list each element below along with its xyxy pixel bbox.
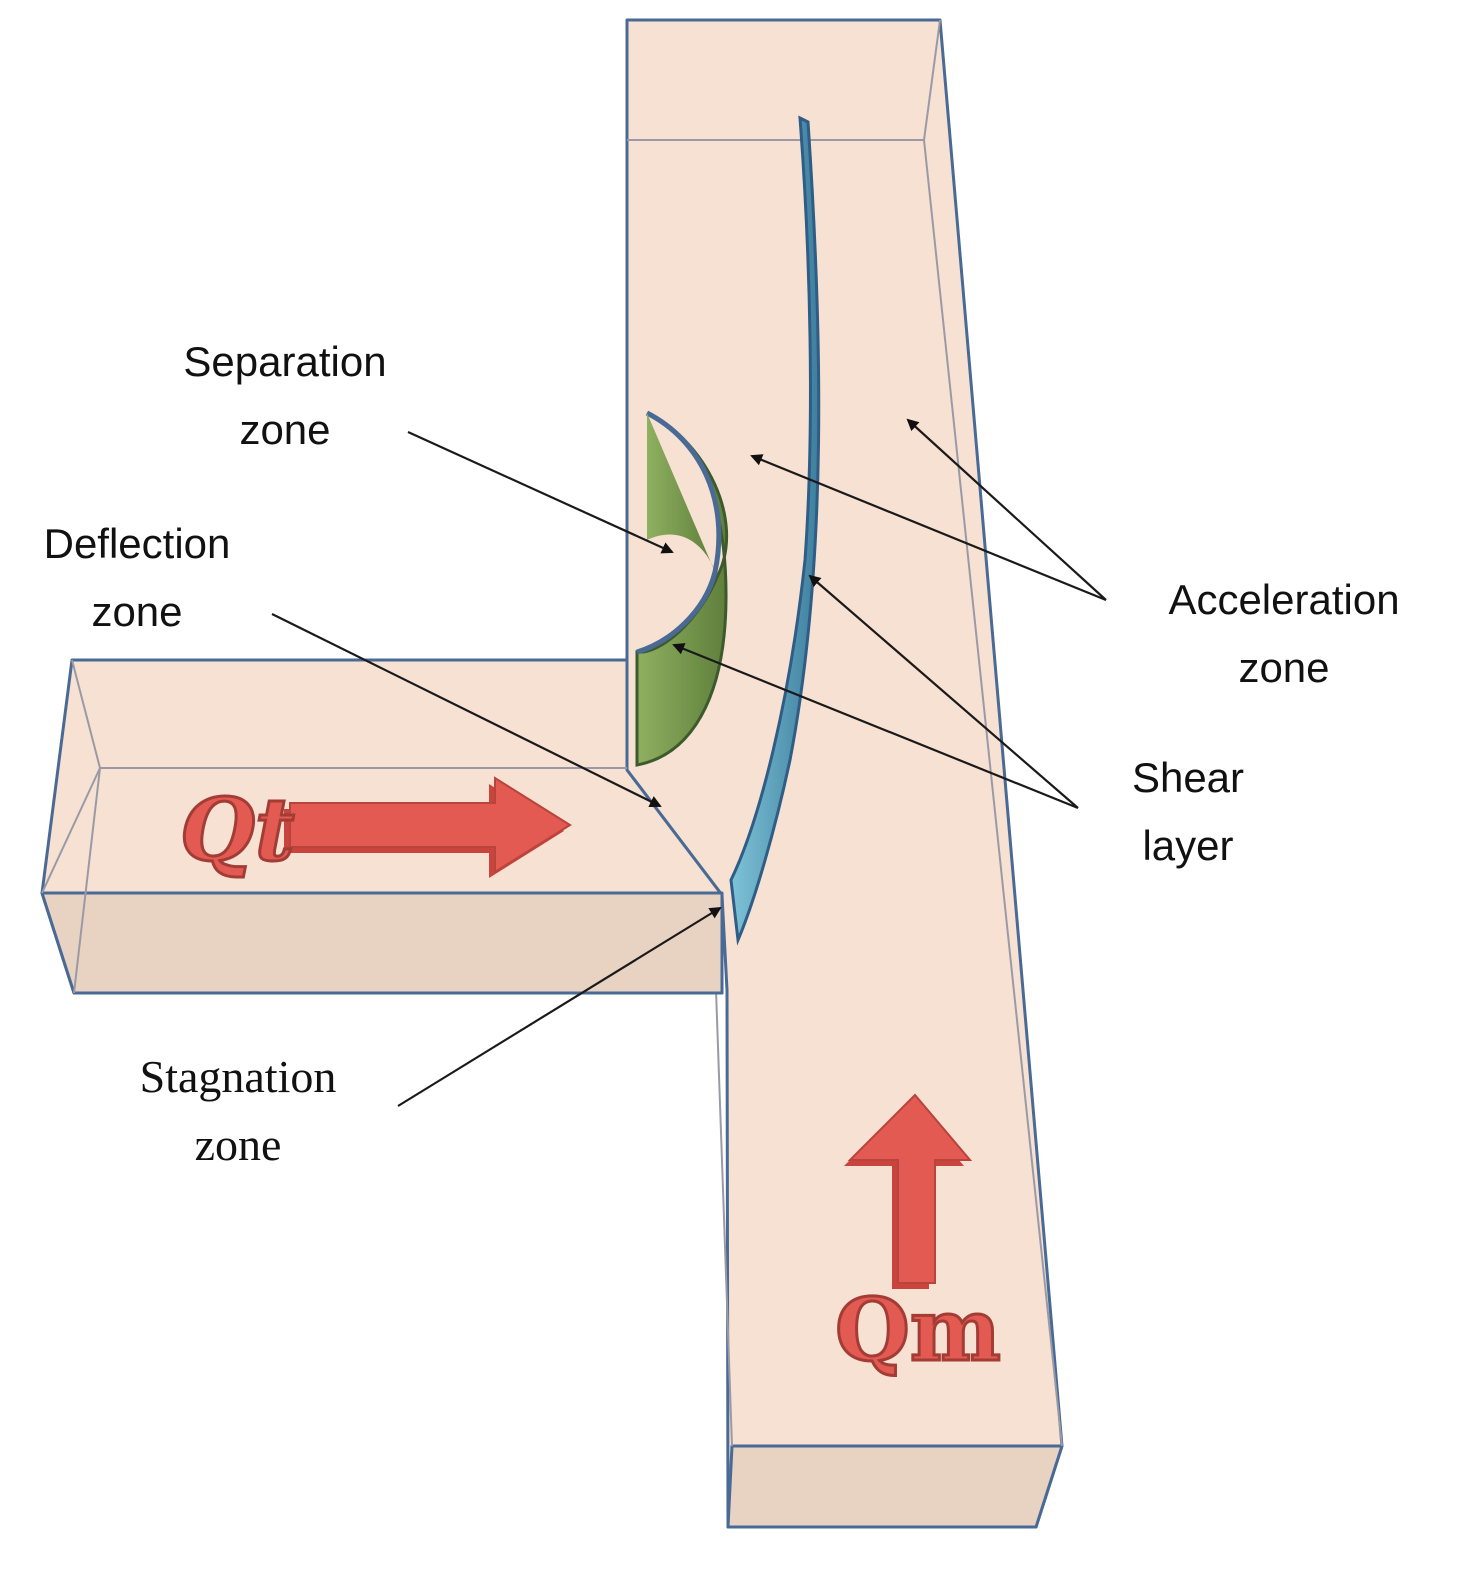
deflection-pointer — [271, 613, 662, 807]
main-flow-arrow — [844, 1093, 973, 1289]
separation-label-line1: Separation — [183, 338, 386, 385]
tributary-flow-label: Qt — [180, 780, 295, 881]
zone-labels: Separation zone Deflection zone Accelera… — [44, 338, 1400, 1170]
separation-label-line2: zone — [239, 406, 330, 453]
tributary-channel-end-edge — [73, 767, 101, 994]
tributary-channel-bottom-face — [40, 891, 724, 995]
pointer-lines — [271, 418, 1107, 1107]
stagnation-pointer — [397, 906, 722, 1107]
separation-pointer — [407, 430, 674, 554]
shear-pointer-2 — [808, 574, 1079, 809]
stagnation-label-line2: zone — [195, 1119, 282, 1170]
main-channel-end-face — [726, 1444, 1064, 1529]
shear-layer-shape — [729, 115, 821, 946]
acceleration-pointer-1 — [750, 454, 1107, 602]
deflection-label-line2: zone — [91, 588, 182, 635]
shear-label-line2: layer — [1142, 822, 1233, 869]
shear-label-line1: Shear — [1132, 754, 1244, 801]
shear-pointer-1 — [672, 643, 1079, 810]
stagnation-label-line1: Stagnation — [140, 1051, 337, 1102]
acceleration-label-line2: zone — [1238, 644, 1329, 691]
tributary-flow-arrow — [284, 776, 572, 878]
acceleration-label-line1: Acceleration — [1168, 576, 1399, 623]
acceleration-pointer-2 — [906, 418, 1107, 601]
main-channel-bottom-edge — [715, 989, 733, 1447]
main-flow-label: Qm — [835, 1280, 1001, 1381]
separation-zone-shape — [635, 410, 729, 767]
tributary-channel-mid-edge — [41, 767, 101, 894]
main-channel-top-corner — [923, 19, 941, 141]
deflection-label-line1: Deflection — [44, 520, 231, 567]
